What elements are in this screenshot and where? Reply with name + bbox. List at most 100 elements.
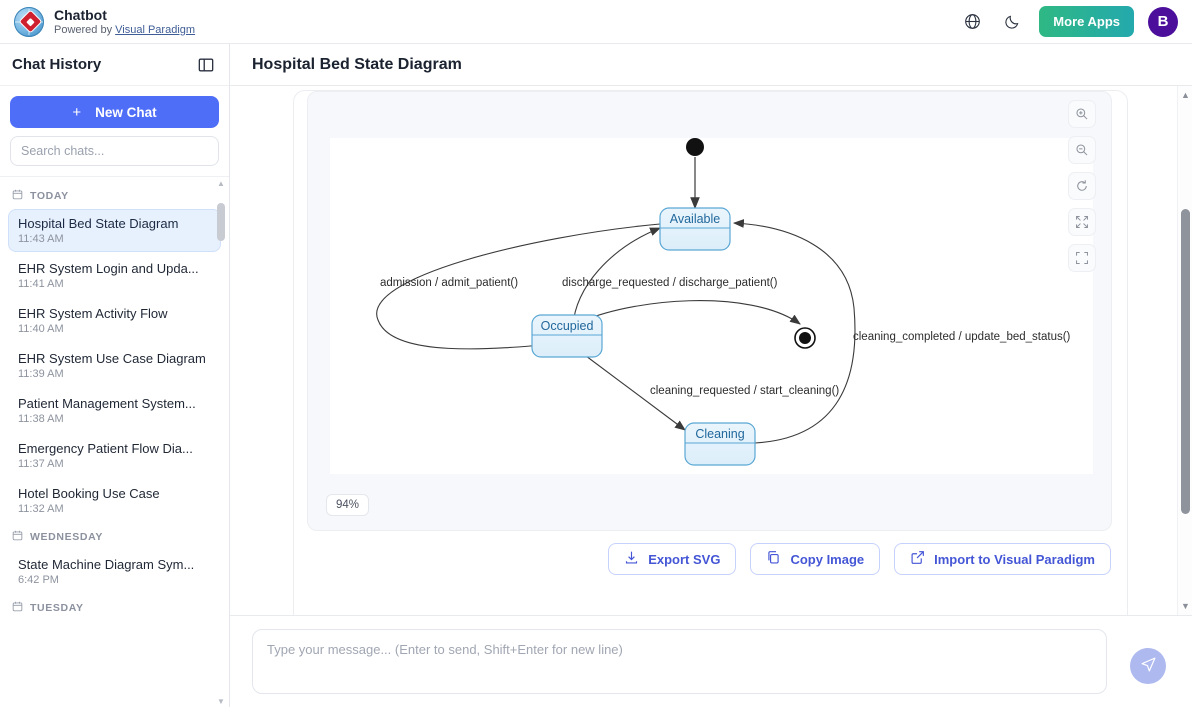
conversation-scrollbar[interactable]: ▲ ▼ xyxy=(1177,86,1192,615)
powered-by-text: Powered by Visual Paradigm xyxy=(54,24,195,37)
visual-paradigm-link[interactable]: Visual Paradigm xyxy=(115,23,196,36)
chat-group-header: WEDNESDAY xyxy=(0,524,229,548)
transition-occupied-to-available xyxy=(572,227,662,327)
chat-item-time: 11:37 AM xyxy=(18,458,64,470)
state-cleaning[interactable]: Cleaning xyxy=(684,422,756,466)
chat-group-label: TUESDAY xyxy=(30,602,84,614)
conv-scroll-up-arrow-icon[interactable]: ▲ xyxy=(1181,90,1190,100)
transition-label-cleaning-requested: cleaning_requested / start_cleaning() xyxy=(650,385,839,397)
chat-item-time: 6:42 PM xyxy=(18,574,59,586)
state-label-occupied: Occupied xyxy=(541,319,594,333)
chat-item-time: 11:38 AM xyxy=(18,413,64,425)
conv-scroll-thumb[interactable] xyxy=(1181,209,1190,514)
scroll-up-arrow-icon[interactable]: ▲ xyxy=(217,178,225,188)
search-input[interactable] xyxy=(10,136,219,166)
composer xyxy=(230,615,1192,707)
chat-item-time: 11:32 AM xyxy=(18,503,64,515)
export-svg-button[interactable]: Export SVG xyxy=(608,543,737,575)
panel-toggle-icon[interactable] xyxy=(195,54,217,76)
download-icon xyxy=(624,550,639,568)
zoom-level-badge: 94% xyxy=(326,494,370,516)
calendar-icon xyxy=(12,530,23,544)
chat-list-item[interactable]: EHR System Login and Upda... 11:41 AM xyxy=(8,254,221,297)
conversation-area: Available Occupied Cleaning xyxy=(230,86,1192,615)
top-bar: Chatbot Powered by Visual Paradigm More … xyxy=(0,0,1192,44)
transition-label-cleaning-completed: cleaning_completed / update_bed_status() xyxy=(853,331,1071,343)
state-available[interactable]: Available xyxy=(659,207,731,251)
powered-by-prefix: Powered by xyxy=(54,23,116,36)
external-link-icon xyxy=(910,550,925,568)
chat-list-item[interactable]: State Machine Diagram Sym... 6:42 PM xyxy=(8,550,221,593)
chat-group-label: TODAY xyxy=(30,190,69,202)
scroll-down-arrow-icon[interactable]: ▼ xyxy=(217,696,225,706)
transition-available-to-occupied xyxy=(376,223,661,350)
moon-icon[interactable] xyxy=(999,9,1025,35)
chat-item-time: 11:43 AM xyxy=(18,233,64,245)
chat-item-time: 11:39 AM xyxy=(18,368,64,380)
diagram-canvas[interactable]: Available Occupied Cleaning xyxy=(330,138,1093,474)
message-actions: Export SVG Copy Image xyxy=(608,543,1111,575)
chat-item-title: Patient Management System... xyxy=(18,396,196,411)
new-chat-label: New Chat xyxy=(95,104,157,120)
chat-item-time: 11:40 AM xyxy=(18,323,64,335)
chat-item-title: EHR System Use Case Diagram xyxy=(18,351,206,366)
conv-scroll-down-arrow-icon[interactable]: ▼ xyxy=(1181,601,1190,611)
fullscreen-corners-icon[interactable] xyxy=(1068,244,1096,272)
state-label-cleaning: Cleaning xyxy=(695,427,744,441)
chat-item-title: Hotel Booking Use Case xyxy=(18,486,160,501)
send-button[interactable] xyxy=(1130,648,1166,684)
chat-item-title: State Machine Diagram Sym... xyxy=(18,557,195,572)
zoom-in-icon[interactable] xyxy=(1068,100,1096,128)
chat-group-label: WEDNESDAY xyxy=(30,531,103,543)
state-label-available: Available xyxy=(670,212,721,226)
chat-item-title: Emergency Patient Flow Dia... xyxy=(18,441,193,456)
chat-history-title: Chat History xyxy=(12,56,102,73)
transition-occupied-to-cleaning xyxy=(577,349,686,431)
chat-list-item[interactable]: Patient Management System... 11:38 AM xyxy=(8,389,221,432)
transition-occupied-to-final xyxy=(575,300,801,325)
zoom-out-icon[interactable] xyxy=(1068,136,1096,164)
avatar[interactable]: B xyxy=(1148,6,1178,37)
brand: Chatbot Powered by Visual Paradigm xyxy=(0,6,195,37)
chat-list-item[interactable]: EHR System Use Case Diagram 11:39 AM xyxy=(8,344,221,387)
app-logo-icon xyxy=(14,6,44,37)
import-to-visual-paradigm-button[interactable]: Import to Visual Paradigm xyxy=(894,543,1111,575)
state-machine-svg: Available Occupied Cleaning xyxy=(376,138,1071,466)
app-title: Chatbot xyxy=(54,6,107,23)
sidebar: Chat History + New Chat TODAY Hospital Be… xyxy=(0,44,230,707)
expand-arrows-icon[interactable] xyxy=(1068,208,1096,236)
transition-cleaning-to-available xyxy=(732,219,856,444)
diagram-panel[interactable]: Available Occupied Cleaning xyxy=(307,91,1112,531)
sidebar-actions: + New Chat xyxy=(0,86,229,136)
sidebar-header: Chat History xyxy=(0,44,229,86)
send-paper-plane-icon xyxy=(1140,656,1157,676)
message-input[interactable] xyxy=(252,629,1107,694)
chat-list-item[interactable]: Emergency Patient Flow Dia... 11:37 AM xyxy=(8,434,221,477)
sidebar-scroll-thumb[interactable] xyxy=(217,203,225,241)
copy-icon xyxy=(766,550,781,568)
chat-item-time: 11:41 AM xyxy=(18,278,64,290)
plus-icon: + xyxy=(72,103,82,121)
more-apps-button[interactable]: More Apps xyxy=(1039,6,1134,37)
globe-icon[interactable] xyxy=(959,9,985,35)
chat-list-item[interactable]: Hotel Booking Use Case 11:32 AM xyxy=(8,479,221,522)
copy-image-label: Copy Image xyxy=(790,551,865,567)
new-chat-button[interactable]: + New Chat xyxy=(10,96,219,128)
main-area: Hospital Bed State Diagram xyxy=(230,44,1192,707)
chat-item-title: EHR System Login and Upda... xyxy=(18,261,199,276)
sidebar-scrollbar[interactable]: ▲ ▼ xyxy=(215,177,227,707)
state-occupied[interactable]: Occupied xyxy=(531,314,603,358)
reset-rotate-icon[interactable] xyxy=(1068,172,1096,200)
import-label: Import to Visual Paradigm xyxy=(934,551,1095,567)
initial-pseudostate xyxy=(686,138,704,156)
brand-text: Chatbot Powered by Visual Paradigm xyxy=(54,7,195,37)
search-wrap xyxy=(0,136,229,176)
transition-label-discharge: discharge_requested / discharge_patient(… xyxy=(562,277,778,289)
chat-group-header: TODAY xyxy=(0,183,229,207)
copy-image-button[interactable]: Copy Image xyxy=(750,543,881,575)
final-pseudostate xyxy=(794,327,816,349)
